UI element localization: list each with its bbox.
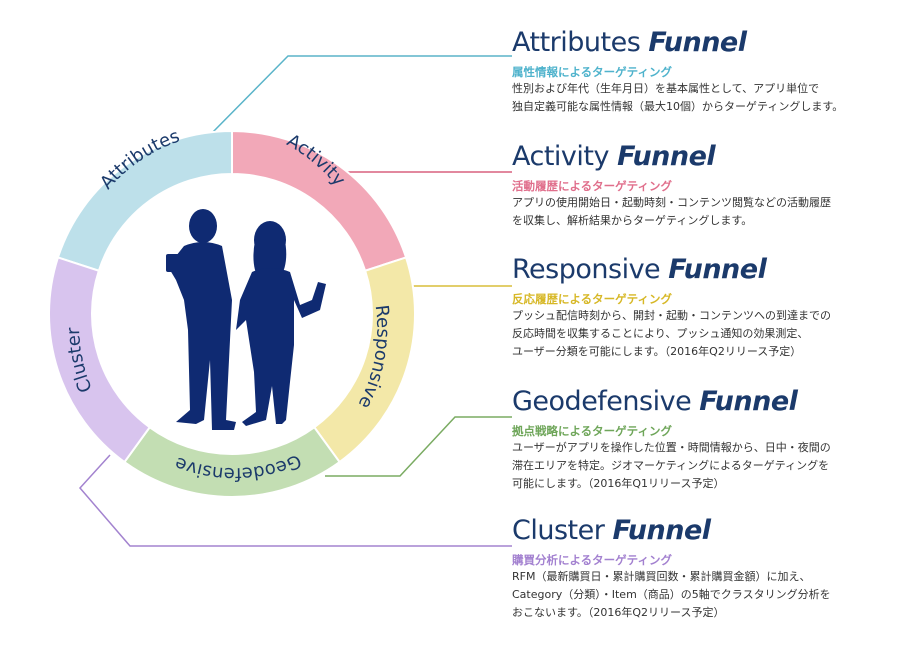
funnel-desc-line: 反応時間を収集することにより、プッシュ通知の効果測定、: [512, 327, 809, 340]
funnel-desc-line: ユーザー分類を可能にします。（2016年Q2リリース予定）: [512, 345, 802, 358]
funnel-subtitle-attributes: 属性情報によるターゲティング: [512, 65, 672, 79]
funnel-title-text: Cluster: [512, 515, 605, 546]
funnel-title-text: Geodefensive: [512, 386, 692, 417]
funnel-title-text: Activity: [512, 141, 609, 172]
funnel-subtitle-geodefensive: 拠点戦略によるターゲティング: [512, 424, 672, 438]
funnel-desc-activity: アプリの使用開始日・起動時刻・コンテンツ閲覧などの活動履歴 を収集し、解析結果か…: [512, 194, 892, 230]
funnel-desc-responsive: プッシュ配信時刻から、開封・起動・コンテンツへの到達までの 反応時間を収集するこ…: [512, 307, 892, 361]
funnel-title-suffix: Funnel: [617, 141, 716, 172]
connector-cluster: [78, 454, 512, 547]
wheel-center: [92, 174, 372, 454]
funnel-block-geodefensive: Geodefensive Funnel 拠点戦略によるターゲティング ユーザーが…: [512, 385, 892, 493]
funnel-desc-geodefensive: ユーザーがアプリを操作した位置・時間情報から、日中・夜間の 滞在エリアを特定。ジ…: [512, 439, 892, 493]
funnel-desc-line: ユーザーがアプリを操作した位置・時間情報から、日中・夜間の: [512, 441, 831, 454]
funnel-desc-attributes: 性別および年代（生年月日）を基本属性として、アプリ単位で 独自定義可能な属性情報…: [512, 80, 892, 116]
funnel-block-cluster: Cluster Funnel 購買分析によるターゲティング RFM（最新購買日・…: [512, 514, 892, 622]
funnel-desc-line: を収集し、解析結果からターゲティングします。: [512, 214, 753, 227]
man-silhouette-icon: [166, 209, 236, 430]
connector-attributes: [209, 55, 512, 136]
funnel-title-responsive: Responsive Funnel: [512, 253, 892, 287]
funnel-desc-line: 滞在エリアを特定。ジオマーケティングによるターゲティングを: [512, 459, 830, 472]
funnel-title-suffix: Funnel: [699, 386, 798, 417]
funnel-title-text: Attributes: [512, 27, 641, 58]
funnel-title-suffix: Funnel: [648, 27, 747, 58]
funnel-desc-line: 可能にします。（2016年Q1リリース予定）: [512, 477, 725, 490]
funnel-title-suffix: Funnel: [668, 254, 767, 285]
funnel-desc-line: RFM（最新購買日・累計購買回数・累計購買金額）に加え、: [512, 570, 811, 583]
funnel-title-activity: Activity Funnel: [512, 140, 892, 174]
connector-geodefensive: [325, 416, 512, 477]
funnel-desc-line: プッシュ配信時刻から、開封・起動・コンテンツへの到達までの: [512, 309, 831, 322]
funnel-subtitle-responsive: 反応履歴によるターゲティング: [512, 292, 672, 306]
funnel-block-responsive: Responsive Funnel 反応履歴によるターゲティング プッシュ配信時…: [512, 253, 892, 361]
funnel-block-activity: Activity Funnel 活動履歴によるターゲティング アプリの使用開始日…: [512, 140, 892, 230]
funnel-desc-cluster: RFM（最新購買日・累計購買回数・累計購買金額）に加え、 Category（分類…: [512, 568, 892, 622]
funnel-title-suffix: Funnel: [612, 515, 711, 546]
funnel-title-cluster: Cluster Funnel: [512, 514, 892, 548]
funnel-desc-line: 性別および年代（生年月日）を基本属性として、アプリ単位で: [512, 82, 820, 95]
funnel-desc-line: 独自定義可能な属性情報（最大10個）からターゲティングします。: [512, 100, 844, 113]
funnel-subtitle-activity: 活動履歴によるターゲティング: [512, 179, 672, 193]
woman-silhouette-icon: [236, 221, 326, 426]
funnel-subtitle-cluster: 購買分析によるターゲティング: [512, 553, 672, 567]
funnel-block-attributes: Attributes Funnel 属性情報によるターゲティング 性別および年代…: [512, 26, 892, 116]
funnel-desc-line: アプリの使用開始日・起動時刻・コンテンツ閲覧などの活動履歴: [512, 196, 831, 209]
funnel-desc-line: おこないます。（2016年Q2リリース予定）: [512, 606, 725, 619]
funnel-title-geodefensive: Geodefensive Funnel: [512, 385, 892, 419]
funnel-title-attributes: Attributes Funnel: [512, 26, 892, 60]
funnel-desc-line: Category（分類）・Item（商品）の5軸でクラスタリング分析を: [512, 588, 831, 601]
funnel-title-text: Responsive: [512, 254, 661, 285]
